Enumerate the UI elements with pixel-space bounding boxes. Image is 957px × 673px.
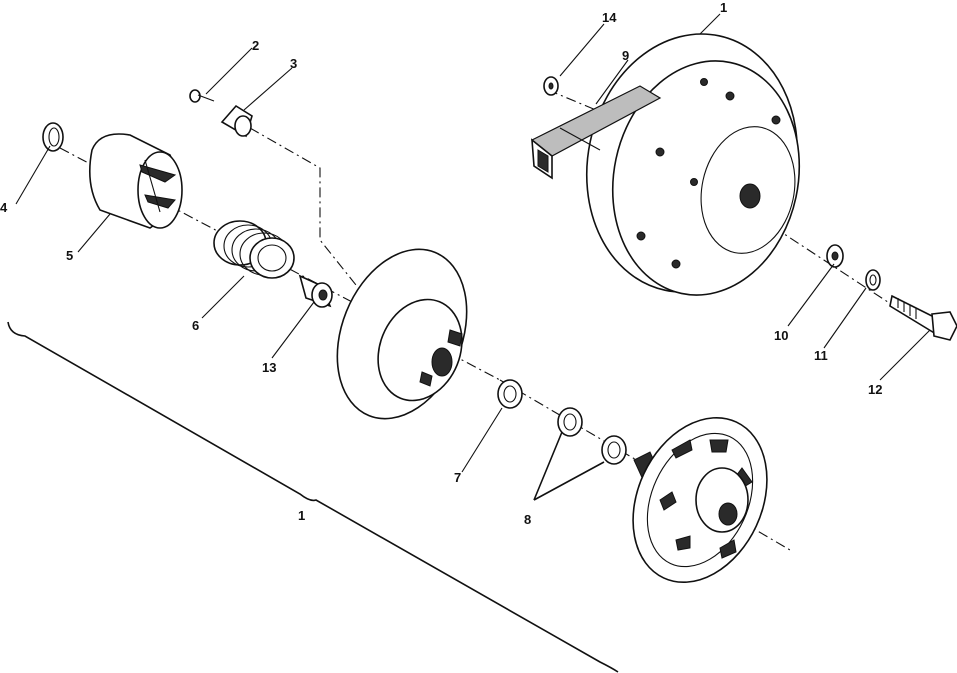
callout-5: 5 — [66, 248, 73, 263]
axis-pin — [249, 127, 361, 291]
bushing-part-7 — [497, 379, 523, 409]
cam-part-5 — [89, 133, 183, 229]
arrow-8-right — [533, 461, 605, 501]
callout-8: 8 — [524, 512, 531, 527]
callout-13: 13 — [262, 360, 276, 375]
axis-bolt — [739, 204, 901, 311]
moveable-sheave — [336, 248, 468, 420]
arrow-8-left — [533, 431, 563, 501]
callout-9: 9 — [622, 48, 629, 63]
snap-ring-part-4 — [42, 122, 64, 152]
spring-part-6 — [213, 220, 295, 279]
clutch-assembly-part-1 — [530, 33, 801, 296]
callout-1-top: 1 — [720, 0, 727, 15]
callout-2: 2 — [252, 38, 259, 53]
washer-part-14 — [543, 76, 559, 96]
callout-11: 11 — [814, 348, 828, 363]
assembly-bracket — [7, 321, 619, 673]
callout-10: 10 — [774, 328, 788, 343]
washer-part-10 — [826, 244, 844, 268]
stationary-sheave — [632, 416, 768, 584]
callout-4: 4 — [0, 200, 8, 215]
callout-7: 7 — [454, 470, 461, 485]
callout-1-bottom: 1 — [298, 508, 305, 523]
leader-lines — [15, 13, 931, 501]
callout-6: 6 — [192, 318, 199, 333]
callout-3: 3 — [290, 56, 297, 71]
pin-part-2 — [189, 89, 215, 103]
callout-12: 12 — [868, 382, 882, 397]
bushing-part-13 — [298, 274, 333, 308]
lockwasher-part-11 — [865, 269, 881, 291]
bolt-part-12 — [889, 294, 957, 341]
callout-14: 14 — [602, 10, 617, 25]
roller-part-3 — [220, 104, 253, 138]
washers-part-8 — [557, 407, 627, 465]
